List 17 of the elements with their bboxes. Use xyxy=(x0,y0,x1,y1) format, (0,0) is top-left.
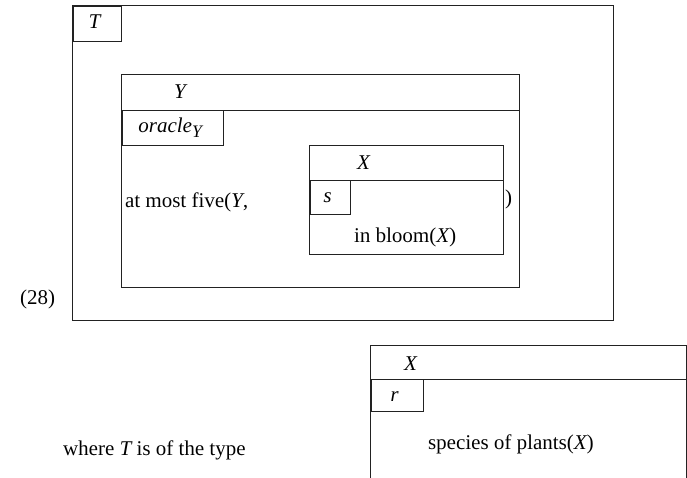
nested-box xyxy=(309,145,504,255)
variable-tag: oracle$_{Y}$ xyxy=(122,110,224,146)
condition-text: in bloom(X) xyxy=(354,225,456,246)
closing-parenthesis: ) xyxy=(505,187,512,208)
variable-tag: s xyxy=(310,180,351,215)
item-number: (28) xyxy=(20,287,55,308)
type-box xyxy=(370,345,687,478)
condition-text: species of plants(X) xyxy=(428,432,594,453)
box-heading: X xyxy=(357,152,370,173)
nested-box xyxy=(121,74,520,288)
variable-tag: T xyxy=(73,6,122,42)
outer-box xyxy=(72,5,614,321)
note-text: where T is of the type xyxy=(63,438,246,459)
box-heading: Y xyxy=(174,81,186,102)
condition-text: at most five(Y, xyxy=(125,190,248,211)
variable-tag: r xyxy=(371,379,424,412)
box-heading: X xyxy=(404,353,417,374)
